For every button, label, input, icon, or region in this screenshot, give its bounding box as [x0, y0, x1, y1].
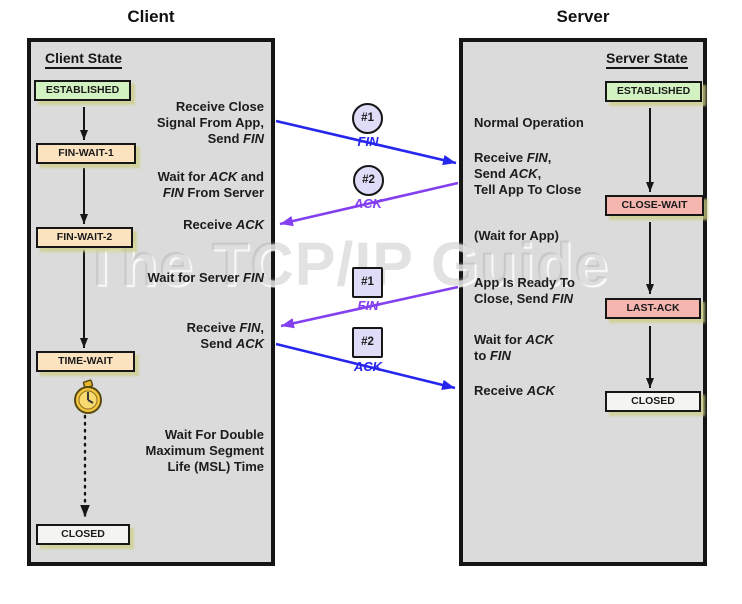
timer-icon: [74, 379, 102, 414]
state-client-established: ESTABLISHED: [34, 80, 131, 101]
server-annotation-receive-fin: Receive FIN,Send ACK,Tell App To Close: [474, 150, 582, 197]
message-3-badge: #1: [352, 267, 383, 298]
message-2-label-ack: ACK: [353, 196, 383, 211]
client-state-heading: Client State: [45, 50, 123, 69]
state-client-time-wait: TIME-WAIT: [36, 351, 135, 372]
message-3-label-fin: FIN: [357, 298, 379, 313]
client-panel: [27, 38, 275, 566]
client-annotation-wait-server-fin: Wait for Server FIN: [147, 270, 264, 285]
state-client-fin-wait-2: FIN-WAIT-2: [36, 227, 133, 248]
message-2-badge: #2: [353, 165, 384, 196]
message-4-label-ack: ACK: [353, 359, 383, 374]
message-1-label-fin: FIN: [357, 134, 379, 149]
state-server-close-wait: CLOSE-WAIT: [605, 195, 704, 216]
message-1-badge: #1: [352, 103, 383, 134]
server-annotation-receive-ack: Receive ACK: [474, 383, 555, 398]
state-client-closed: CLOSED: [36, 524, 130, 545]
watermark: The TCP/IP Guide: [82, 230, 609, 298]
server-annotation-normal-operation: Normal Operation: [474, 115, 584, 130]
client-annotation-receive-fin-send-ack: Receive FIN,Send ACK: [186, 320, 264, 351]
state-client-fin-wait-1: FIN-WAIT-1: [36, 143, 136, 164]
message-4-badge: #2: [352, 327, 383, 358]
state-server-established: ESTABLISHED: [605, 81, 702, 102]
server-title: Server: [556, 7, 610, 26]
state-server-closed: CLOSED: [605, 391, 701, 412]
server-annotation-wait-for-app: (Wait for App): [474, 228, 559, 243]
server-state-heading: Server State: [606, 50, 688, 69]
client-title: Client: [127, 7, 175, 26]
client-annotation-receive-ack: Receive ACK: [183, 217, 264, 232]
state-server-last-ack: LAST-ACK: [605, 298, 701, 319]
